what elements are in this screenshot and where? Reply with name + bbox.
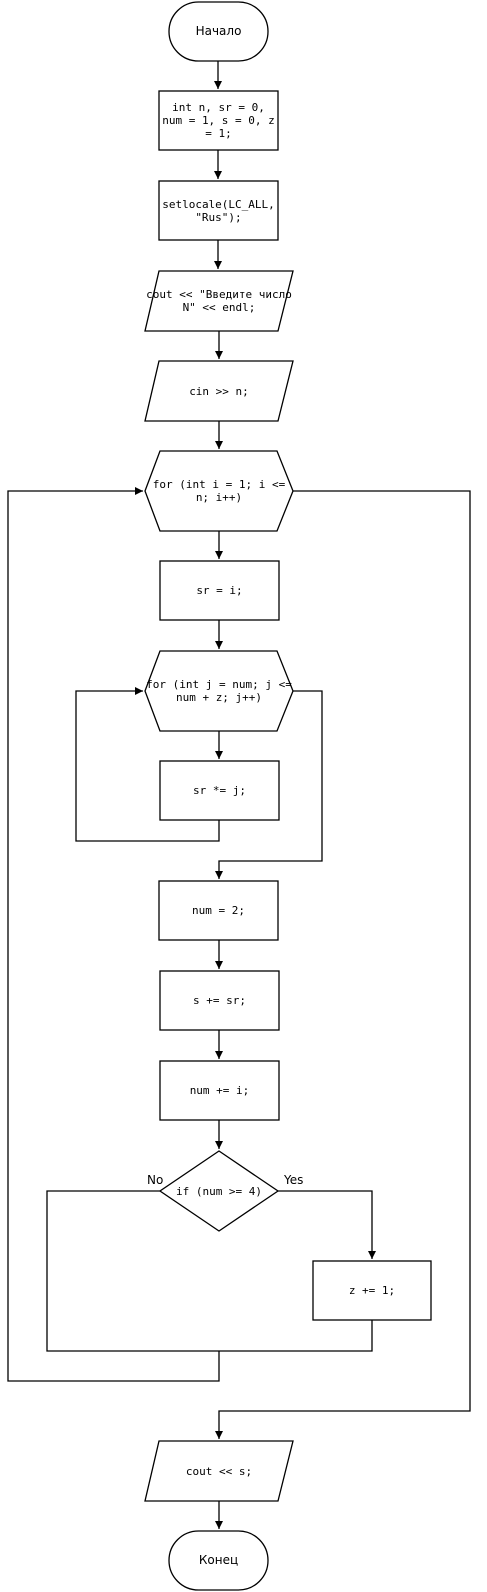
declare-process [158, 90, 279, 151]
condition-label: if (num >= 4) [175, 1184, 263, 1198]
declare-label: int n, sr = 0, num = 1, s = 0, z = 1; [162, 101, 275, 140]
prompt-io [144, 270, 294, 332]
setlocale-process [158, 180, 279, 241]
edge-back-loop-i [7, 487, 220, 1382]
s-add-process [159, 970, 280, 1031]
sr-assign-process [159, 560, 280, 621]
num-assign-label: num = 2; [192, 904, 245, 917]
edge-loop-j-exit [215, 690, 323, 879]
s-add-label: s += sr; [193, 994, 246, 1007]
end-label: Конец [198, 1553, 239, 1567]
end-terminator [168, 1530, 269, 1591]
edge-condition-yes [278, 1190, 376, 1259]
branch-yes-label: Yes [284, 1173, 304, 1187]
condition-diamond [158, 1150, 280, 1232]
output-label: cout << s; [185, 1464, 253, 1478]
sr-mul-label: sr *= j; [193, 784, 246, 797]
prompt-label: cout << "Введите число N" << endl; [146, 288, 299, 314]
setlocale-label: setlocale(LC_ALL, "Rus"); [162, 197, 275, 224]
edge-loop-i-exit [215, 490, 471, 1439]
num-add-process [159, 1060, 280, 1121]
sr-mul-process [159, 760, 280, 821]
start-label: Начало [195, 24, 242, 38]
branch-no-label: No [147, 1173, 164, 1187]
input-label: cin >> n; [189, 384, 249, 398]
loop-i-hexagon [144, 450, 294, 532]
input-io [144, 360, 294, 422]
loop-j-hexagon [144, 650, 294, 732]
edge-condition-no [46, 1190, 373, 1352]
output-io [144, 1440, 294, 1502]
sr-assign-label: sr = i; [196, 584, 243, 597]
num-assign-process [158, 880, 279, 941]
loop-i-label: for (int i = 1; i <= n; i++) [152, 478, 286, 504]
loop-j-label: for (int j = num; j <= num + z; j++) [146, 678, 299, 704]
edge-mul-back-loop-j [75, 687, 220, 842]
num-add-label: num += i; [189, 1084, 250, 1097]
z-inc-label: z += 1; [348, 1284, 396, 1297]
z-inc-process [312, 1260, 432, 1321]
